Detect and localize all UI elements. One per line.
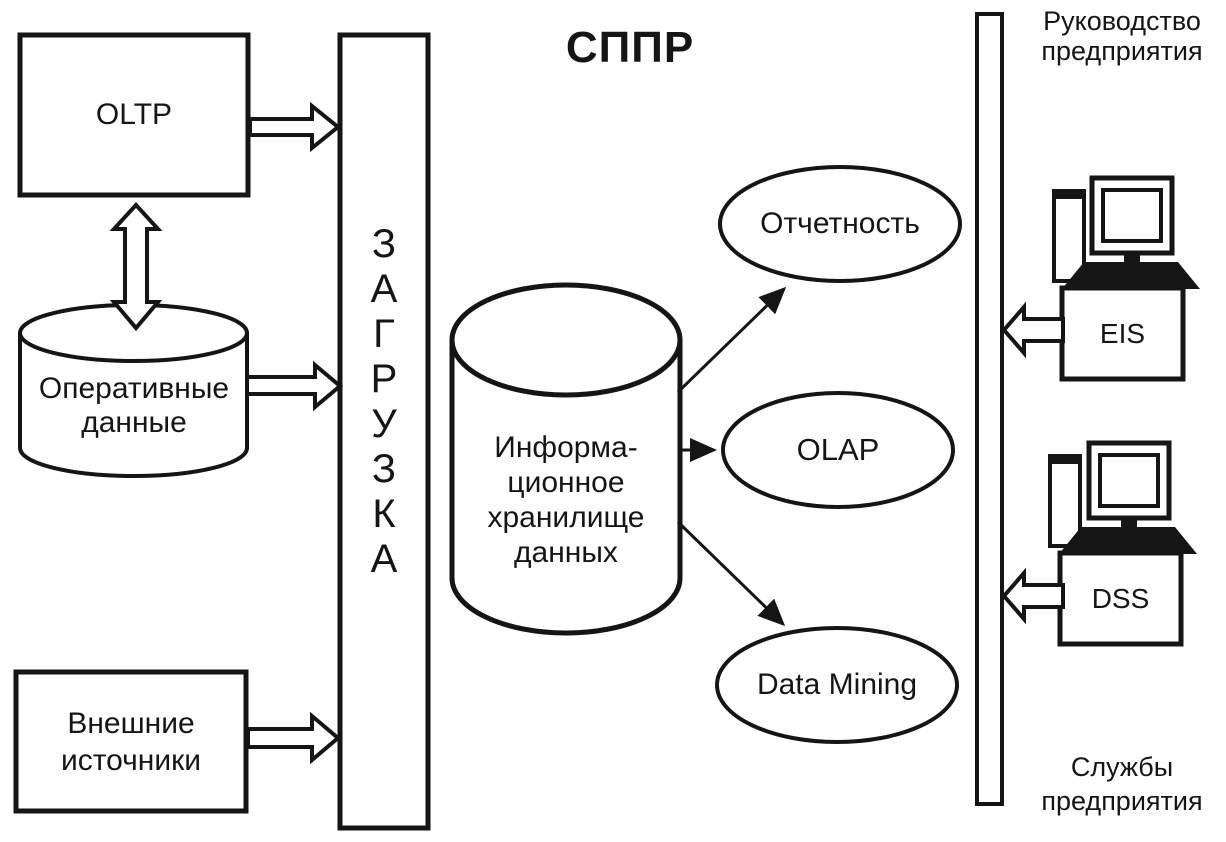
services-label: Службы предприятия — [1022, 750, 1222, 818]
arrow-operational-to-load — [245, 360, 344, 412]
load-letter: А — [370, 537, 398, 581]
data-mining-label: Data Mining — [756, 668, 918, 701]
dss-label: DSS — [1091, 582, 1150, 614]
load-letter: З — [371, 447, 397, 491]
arrow-oltp-to-load — [248, 101, 342, 153]
data-mining-ellipse — [715, 626, 959, 744]
external-sources-box — [13, 669, 249, 814]
operational-data-line1: Оперативные — [38, 372, 230, 405]
load-letter: К — [372, 492, 396, 536]
arrow-eis-to-bus — [1001, 301, 1065, 359]
arrow-warehouse-to-reporting — [676, 286, 787, 394]
external-sources-line1: Внешние — [67, 706, 195, 740]
operational-data-line2: данные — [81, 406, 187, 439]
arrow-dss-to-bus — [1001, 567, 1065, 625]
workstation-icon-dss — [1048, 440, 1172, 548]
oltp-label: OLTP — [95, 98, 173, 131]
keyboard-icon-eis — [1062, 262, 1200, 289]
load-letter: Г — [373, 312, 395, 356]
load-bar — [337, 32, 431, 831]
management-line1: Руководство — [1043, 6, 1201, 36]
workstation-icon-eis — [1052, 175, 1175, 283]
load-letter: А — [370, 267, 398, 311]
olap-ellipse — [721, 391, 955, 509]
keyboard-icon-dss — [1059, 527, 1197, 554]
management-line2: предприятия — [1041, 36, 1203, 66]
warehouse-line3: хранилище — [487, 501, 645, 534]
eis-label: EIS — [1099, 317, 1146, 349]
external-sources-label: Внешние источники — [16, 672, 246, 811]
olap-label: OLAP — [796, 432, 880, 467]
external-sources-line2: источники — [60, 743, 202, 777]
arrow-oltp-operational-twoway — [109, 202, 163, 332]
load-letter: У — [371, 402, 397, 446]
load-bar-label: З А Г Р У З К А — [340, 222, 428, 582]
load-letter: З — [371, 222, 397, 266]
operational-data-label: Оперативные данные — [22, 372, 246, 440]
arrow-external-to-load — [246, 711, 342, 765]
management-label: Руководство предприятия — [1022, 6, 1222, 66]
diagram-title: СППР — [565, 23, 695, 72]
warehouse-line2: ционное — [507, 466, 625, 499]
warehouse-line1: Информа- — [494, 431, 638, 464]
services-line1: Службы — [1070, 752, 1174, 782]
warehouse-line4: данных — [514, 536, 618, 569]
reporting-ellipse — [718, 165, 962, 283]
arrow-warehouse-to-datamining — [676, 520, 786, 627]
consumer-bus-bar — [975, 12, 1004, 806]
warehouse-cylinder — [449, 282, 683, 636]
warehouse-label: Информа- ционное хранилище данных — [452, 430, 680, 570]
reporting-label: Отчетность — [760, 207, 920, 240]
services-line2: предприятия — [1041, 786, 1203, 816]
load-letter: Р — [370, 357, 398, 401]
oltp-box — [17, 32, 251, 198]
